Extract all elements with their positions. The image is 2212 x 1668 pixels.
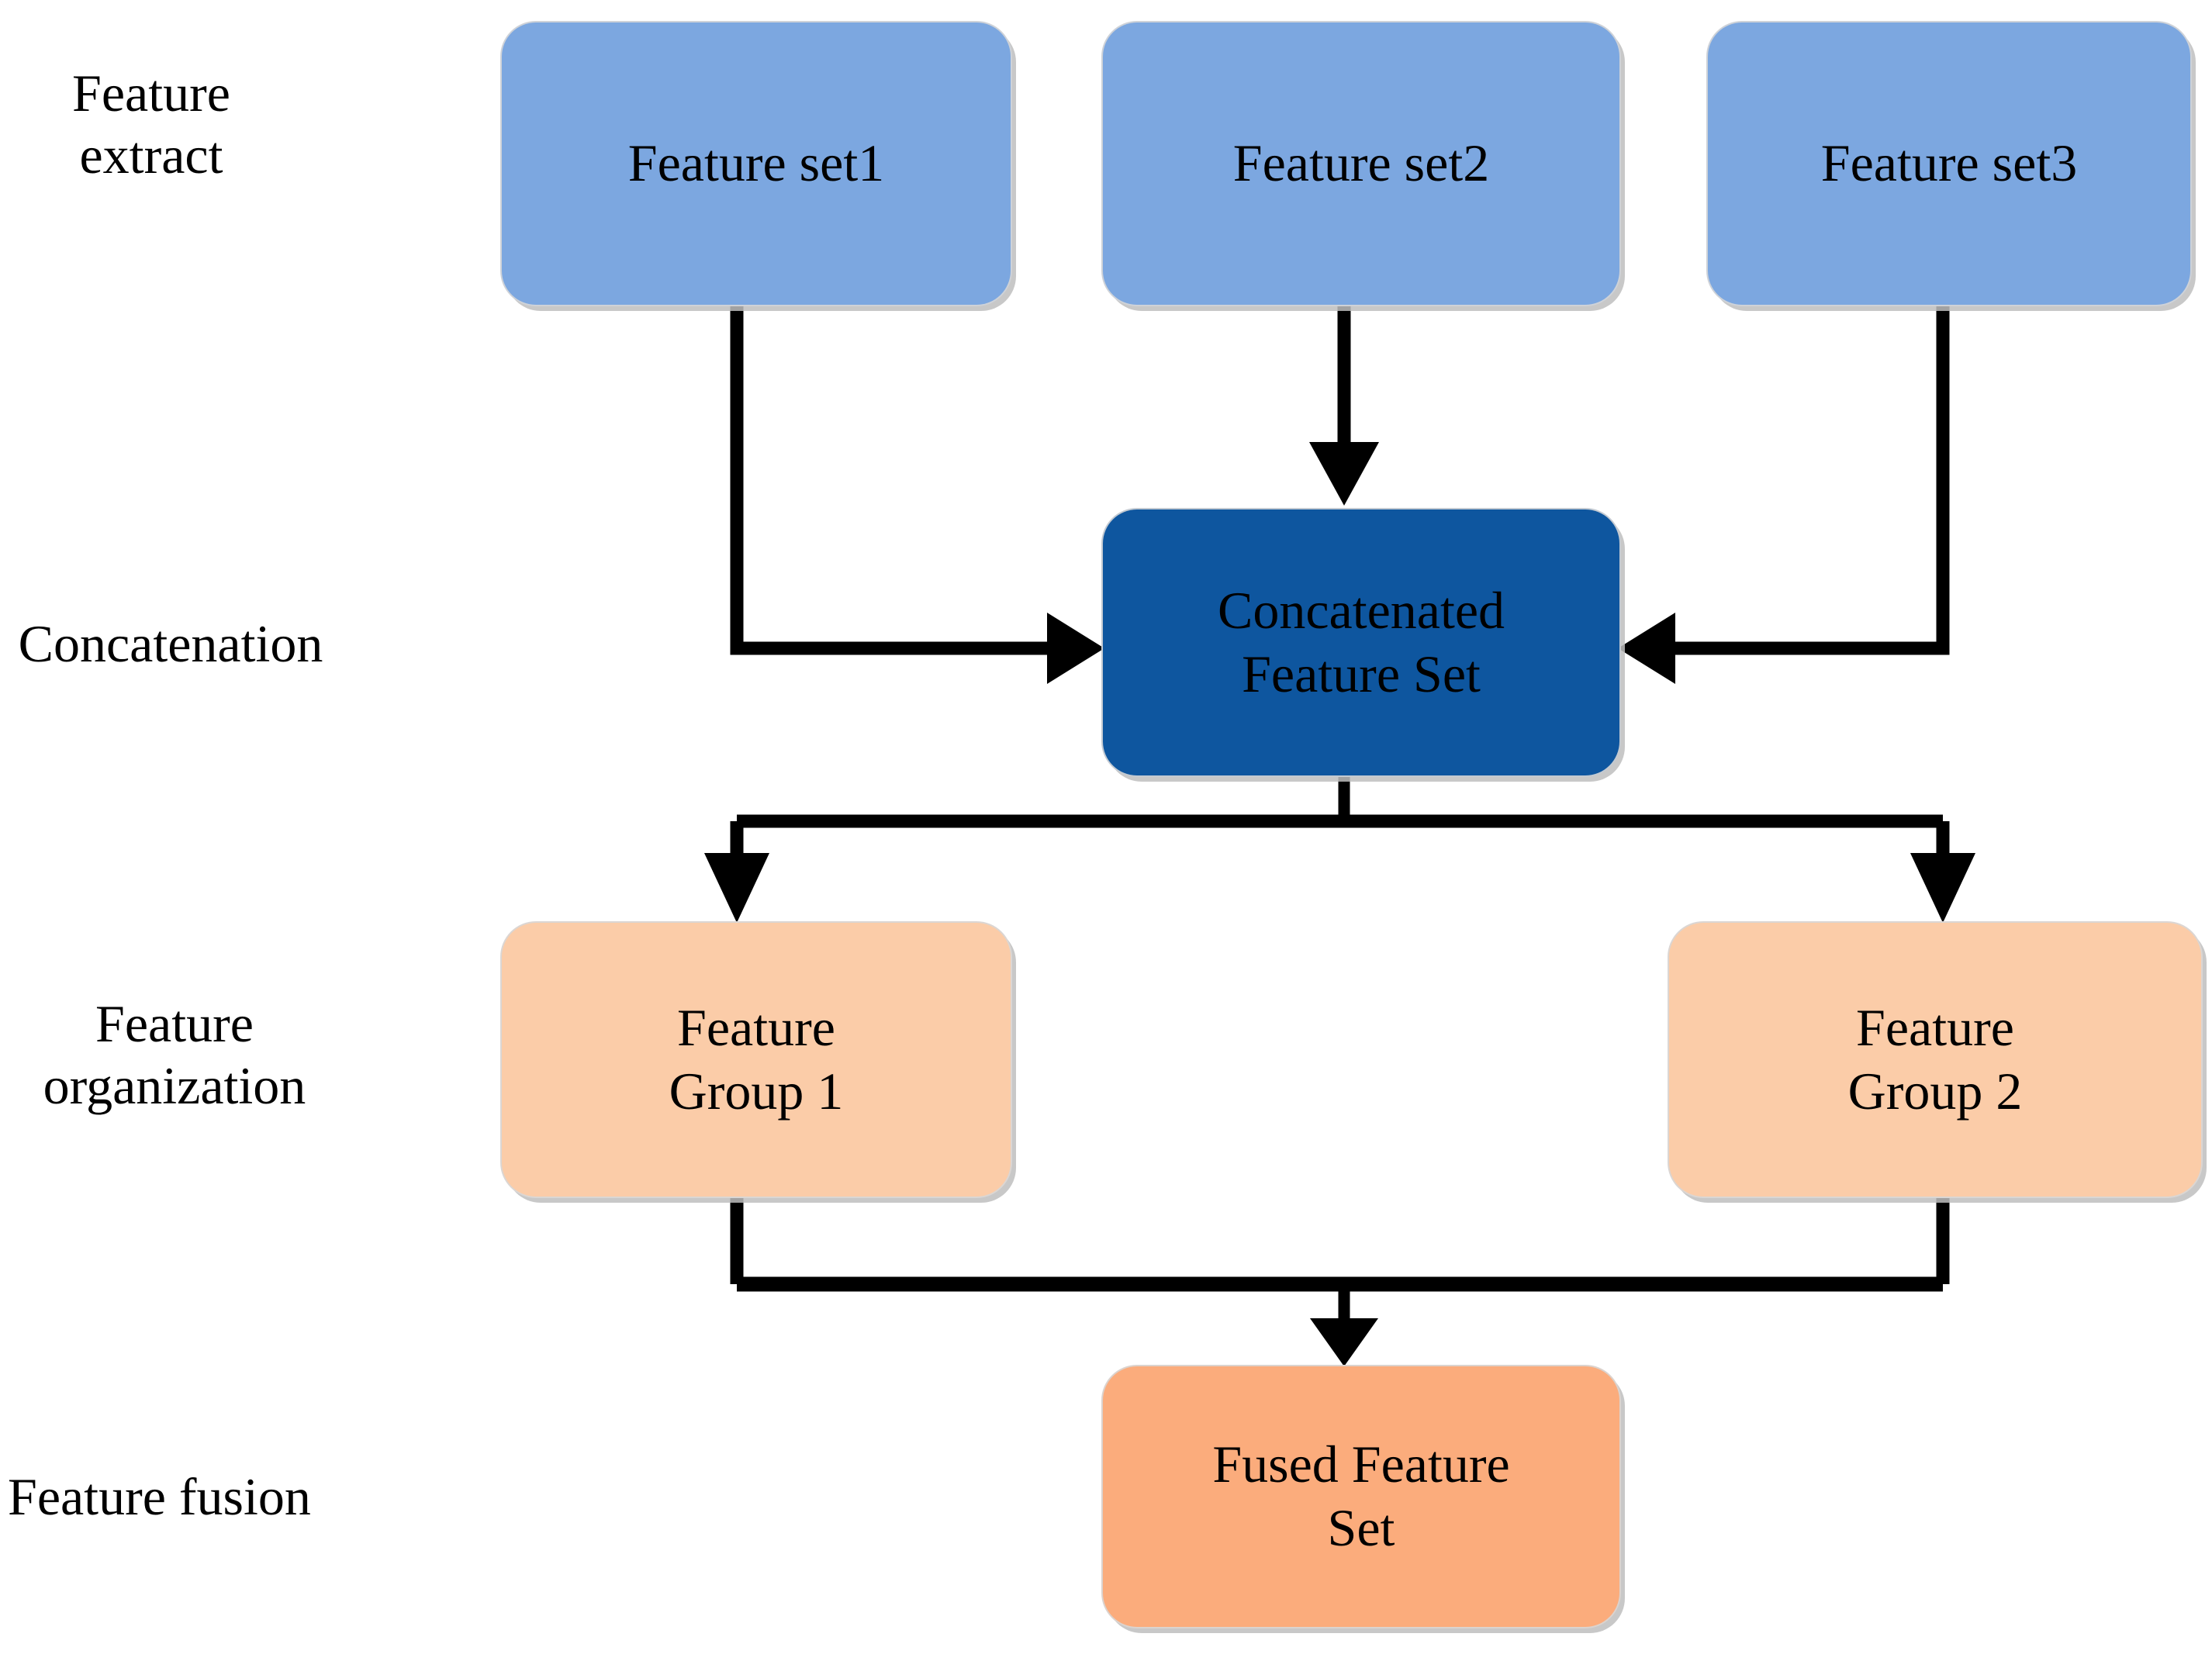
edge-set1-to-concatenated [730, 304, 1104, 684]
node-feature-group-2[interactable]: Feature Group 2 [1668, 921, 2203, 1198]
node-feature-group-1[interactable]: Feature Group 1 [500, 921, 1012, 1198]
node-fused-feature-set[interactable]: Fused Feature Set [1101, 1365, 1621, 1628]
node-feature-set-2[interactable]: Feature set2 [1101, 21, 1621, 306]
stage-label-feature-extract: Feature extract [72, 64, 230, 185]
node-feature-set-3[interactable]: Feature set3 [1706, 21, 2192, 306]
edge-groups-to-fused [730, 1198, 1950, 1366]
stage-label-feature-organization: Feature organization [43, 994, 306, 1116]
edge-set3-to-concatenated [1618, 304, 1950, 684]
stage-label-concatenation: Concatenation [18, 614, 323, 673]
edge-set2-to-concatenated [1309, 304, 1379, 506]
node-feature-set-1[interactable]: Feature set1 [500, 21, 1012, 306]
edge-concatenated-split [704, 777, 1975, 923]
node-concatenated-feature-set[interactable]: Concatenated Feature Set [1101, 508, 1621, 777]
stage-label-feature-fusion: Feature fusion [8, 1467, 311, 1526]
